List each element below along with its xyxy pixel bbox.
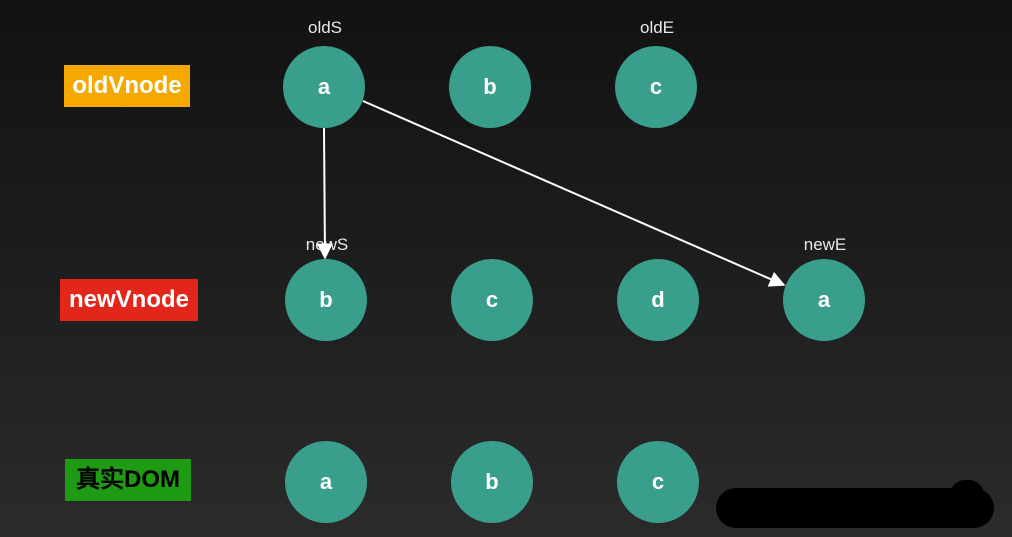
old-start-pointer: oldS — [307, 18, 343, 37]
arrow-old-start-to-new-start — [316, 127, 333, 260]
new-node: d — [617, 259, 699, 341]
new-node: b — [285, 259, 367, 341]
old-node: c — [615, 46, 697, 128]
real-dom-label: 真实DOM — [65, 459, 191, 501]
new-node: a — [783, 259, 865, 341]
new-node: c — [451, 259, 533, 341]
new-end-pointer: newE — [803, 235, 847, 254]
redaction-mark — [716, 488, 994, 528]
dom-node: a — [285, 441, 367, 523]
old-node: b — [449, 46, 531, 128]
old-node: a — [283, 46, 365, 128]
old-vnode-label: oldVnode — [64, 65, 190, 107]
redaction-mark — [950, 480, 984, 510]
arrow-old-start-to-new-end — [362, 100, 786, 287]
dom-node: b — [451, 441, 533, 523]
old-end-pointer: oldE — [639, 18, 675, 37]
dom-node: c — [617, 441, 699, 523]
new-vnode-label: newVnode — [60, 279, 198, 321]
